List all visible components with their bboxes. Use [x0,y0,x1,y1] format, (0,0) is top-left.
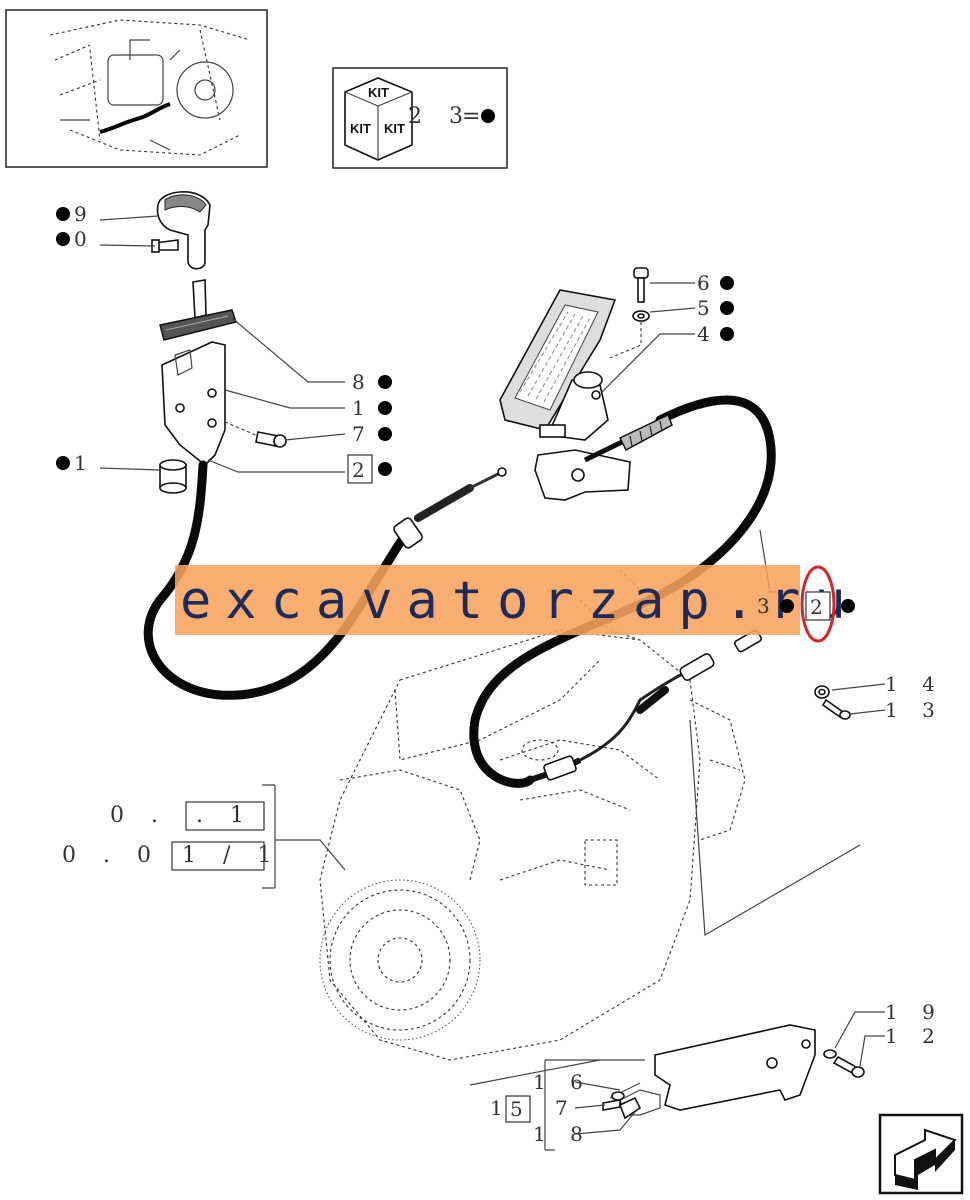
ref-0-02-1-suffix: . 1 [196,803,254,828]
kit-equals: = [462,104,490,129]
callout-6: 6 [697,271,719,295]
inset-view [5,9,268,168]
callout-4: 4 [697,322,719,346]
foot-pedal-assembly [499,267,650,501]
callout-1: 1 [352,396,374,420]
callout-12: 1 2 [885,1024,944,1048]
watermark: excavatorzap.ru [175,565,860,635]
next-page-arrow-icon[interactable] [878,1113,964,1195]
engine-outline [319,569,861,1086]
hand-throttle-assembly [151,191,287,494]
kit-box: KIT KIT KIT 2 3 = [332,67,508,169]
callout-19: 1 9 [885,1000,944,1024]
callout-8: 8 [352,370,374,394]
kit-label-left: KIT [350,121,371,136]
callouts: 9 0 1 6 5 4 8 1 7 2 1 4 1 3 1 9 1 2 1 6 … [56,202,944,1146]
kit-label-top: KIT [368,85,389,100]
callout-2-boxed: 2 [352,458,374,482]
callout-17: 7 [555,1096,577,1120]
callout-5: 5 [697,296,719,320]
callout-16: 1 6 [533,1070,592,1094]
callout-15-boxed: 5 [510,1097,532,1121]
bottom-bracket-assembly [602,1024,865,1120]
section-references: 0 . 0 2 . 1 0 . 0 2 . 1 / 1 [62,801,281,871]
callout-0: 0 [74,227,96,251]
watermark-band [175,565,800,635]
kit-items: 2 3 [408,104,473,129]
callout-1-left: 1 [74,451,96,475]
callout-3-2: 3 2 [757,565,855,643]
callout-2-boxed-right: 2 [810,595,832,619]
callout-7: 7 [352,422,374,446]
callout-15-prefix: 1 [490,1096,512,1120]
ref-0-02-1-1-suffix: 1 / 1 [182,843,281,868]
callout-9: 9 [74,202,96,226]
kit-label-right: KIT [384,121,405,136]
callout-3: 3 [757,594,779,618]
callout-18: 1 8 [533,1122,592,1146]
leader-lines [99,215,886,1151]
kit-dot [481,109,495,123]
highlight-circle [800,565,836,643]
callout-13: 1 3 [885,698,944,722]
bolt-13-14 [814,685,851,720]
callout-14: 1 4 [885,672,944,696]
watermark-text: excavatorzap.ru [180,571,860,631]
